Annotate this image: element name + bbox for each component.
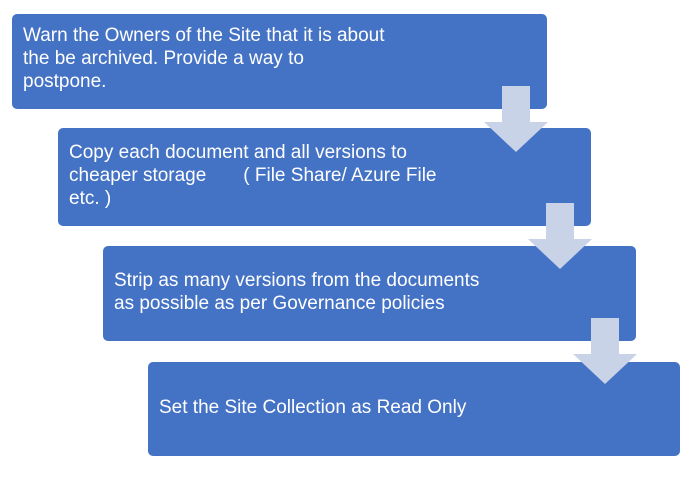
step-text-line: Set the Site Collection as Read Only bbox=[159, 397, 467, 418]
step-text-line: Copy each document and all versions to bbox=[69, 142, 407, 163]
step-box-warn-owners: Warn the Owners of the Site that it is a… bbox=[12, 14, 547, 109]
step-box-copy-documents: Copy each document and all versions to c… bbox=[58, 128, 591, 226]
step-text-line: Warn the Owners of the Site that it is a… bbox=[23, 25, 385, 46]
down-arrow-icon bbox=[528, 203, 592, 269]
down-arrow-icon bbox=[484, 86, 548, 152]
step-text-line: Strip as many versions from the document… bbox=[114, 270, 480, 291]
down-arrow-icon bbox=[573, 318, 637, 384]
step-text-line: cheaper storage ( File Share/ Azure File bbox=[69, 165, 437, 186]
step-text-line: as possible as per Governance policies bbox=[114, 293, 445, 314]
step-text-line: postpone. bbox=[23, 71, 107, 92]
step-text-line: etc. ) bbox=[69, 188, 112, 209]
step-box-set-read-only: Set the Site Collection as Read Only bbox=[148, 362, 680, 456]
step-text-line: the be archived. Provide a way to bbox=[23, 48, 304, 69]
step-box-strip-versions: Strip as many versions from the document… bbox=[103, 246, 636, 341]
